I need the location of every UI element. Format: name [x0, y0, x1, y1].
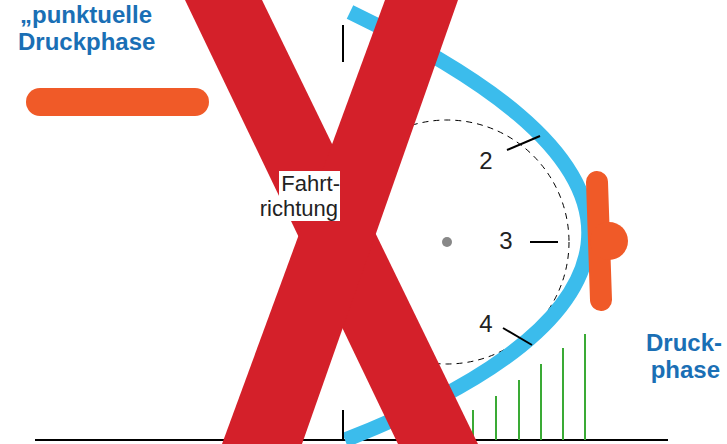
position-tick	[530, 241, 558, 243]
top-tick	[342, 25, 344, 62]
label-text: Fahrt- richtung	[260, 171, 340, 221]
callout-number: 4	[474, 311, 498, 338]
point-pressure-bar	[40, 88, 195, 116]
position-tick	[503, 328, 532, 345]
direction-label: Fahrt- richtung	[232, 172, 340, 221]
pressure-knob	[590, 222, 628, 260]
callout-number: 2	[474, 148, 498, 175]
phase-label: Druck- phase	[622, 330, 722, 384]
label-text: 3	[497, 227, 514, 254]
cross-out	[185, 0, 478, 444]
bottom-tick	[342, 410, 344, 440]
position-tick	[507, 136, 540, 150]
callout-number: 3	[494, 228, 518, 255]
label-text: Druck- phase	[644, 329, 722, 383]
label-text: 2	[477, 147, 494, 174]
label-text: „punktuelle Druckphase	[18, 1, 157, 55]
heading-label: „punktuelle Druckphase	[18, 2, 208, 56]
crank-center	[442, 237, 452, 247]
label-text: 4	[477, 310, 494, 337]
